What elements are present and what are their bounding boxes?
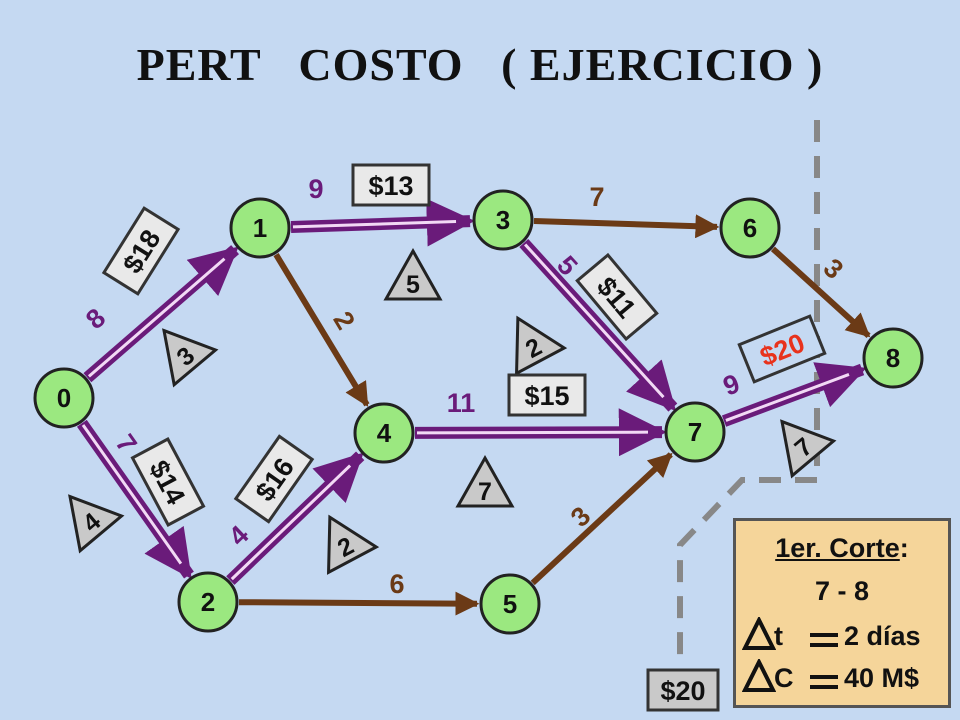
cut-title: 1er. Corte <box>775 533 900 563</box>
duration-label-0-1: 8 <box>80 302 111 335</box>
duration-label-2-5: 6 <box>389 569 404 599</box>
node-5: 5 <box>479 573 541 635</box>
cost-label-4-7: $15 <box>524 381 569 411</box>
cost-box-1-3: $13 <box>351 163 431 207</box>
node-label-4: 4 <box>377 418 392 448</box>
edge-0-2 <box>76 419 194 579</box>
duration-label-3-6: 7 <box>589 182 604 212</box>
edge-1-4 <box>273 252 370 407</box>
delta-cost-row: C 40 M$ <box>736 659 948 701</box>
delta-icon <box>742 617 776 650</box>
equals-sign <box>810 675 838 689</box>
cost-box-0-2: $14 <box>130 437 206 527</box>
cost-box-7-8: $20 <box>737 314 827 384</box>
node-label-3: 3 <box>496 205 510 235</box>
duration-label-1-3: 9 <box>308 174 323 204</box>
node-label-6: 6 <box>743 213 757 243</box>
node-0: 0 <box>33 367 95 429</box>
reduction-triangle-3-7: 2 <box>514 315 568 376</box>
node-label-2: 2 <box>201 587 215 617</box>
duration-label-6-8: 3 <box>818 253 849 285</box>
cut-cost-label: $20 <box>660 676 705 706</box>
node-1: 1 <box>229 197 291 259</box>
reduction-triangle-4-7: 7 <box>455 454 515 508</box>
edge-2-5 <box>238 591 480 616</box>
edge-3-6 <box>533 214 720 239</box>
cut-dashed-line <box>677 120 820 655</box>
node-2: 2 <box>177 571 239 633</box>
reduction-triangle-0-2: 4 <box>68 494 125 554</box>
delta-icon <box>742 659 776 692</box>
reduction-triangle-7-8: 7 <box>780 419 837 479</box>
edge-5-7 <box>530 452 673 586</box>
edge-3-7 <box>519 238 678 412</box>
delta-cost-letter: C <box>774 663 794 693</box>
delta-time-row: t 2 días <box>736 617 948 659</box>
edge-0-1 <box>83 245 240 383</box>
cut-cost-box: $20 <box>646 668 720 712</box>
cut-arc: 7 - 8 <box>814 576 870 606</box>
delta-cost-value: 40 M$ <box>844 663 920 693</box>
cost-box-0-1: $18 <box>101 206 181 296</box>
duration-label-1-4: 2 <box>327 306 360 334</box>
node-4: 4 <box>353 402 415 464</box>
edge-2-4 <box>226 451 365 585</box>
node-label-0: 0 <box>57 383 71 413</box>
delta-time-letter: t <box>774 621 783 651</box>
reduction-triangle-1-3: 5 <box>383 247 443 301</box>
page-title: PERT COSTO ( EJERCICIO ) <box>136 39 824 90</box>
edge-6-8 <box>770 246 871 339</box>
duration-label-7-8: 9 <box>719 368 744 401</box>
node-label-8: 8 <box>886 343 900 373</box>
node-6: 6 <box>719 197 781 259</box>
cost-box-3-7: $11 <box>575 252 659 342</box>
reduction-triangle-0-1: 3 <box>162 328 219 388</box>
cost-label-1-3: $13 <box>368 171 413 201</box>
duration-label-2-4: 4 <box>223 520 255 552</box>
edge-4-7 <box>414 408 667 457</box>
node-label-1: 1 <box>253 213 267 243</box>
delta-time-value: 2 días <box>844 621 921 651</box>
first-cut-summary-box: 1er. Corte: 7 - 8 t 2 días C 40 M$ <box>733 518 951 708</box>
node-7: 7 <box>664 401 726 463</box>
duration-label-4-7: 11 <box>447 388 476 418</box>
equals-sign <box>810 633 838 647</box>
edge-7-8 <box>721 362 867 427</box>
node-label-5: 5 <box>503 589 517 619</box>
edge-1-3 <box>290 198 475 247</box>
reduction-triangle-2-4: 2 <box>326 514 380 575</box>
cut-title-colon: : <box>899 533 909 563</box>
node-label-7: 7 <box>688 417 702 447</box>
reduction-label-1-3: 5 <box>406 271 420 299</box>
node-8: 8 <box>862 327 924 389</box>
cost-box-4-7: $15 <box>507 373 587 417</box>
node-3: 3 <box>472 189 534 251</box>
reduction-label-4-7: 7 <box>478 478 492 506</box>
